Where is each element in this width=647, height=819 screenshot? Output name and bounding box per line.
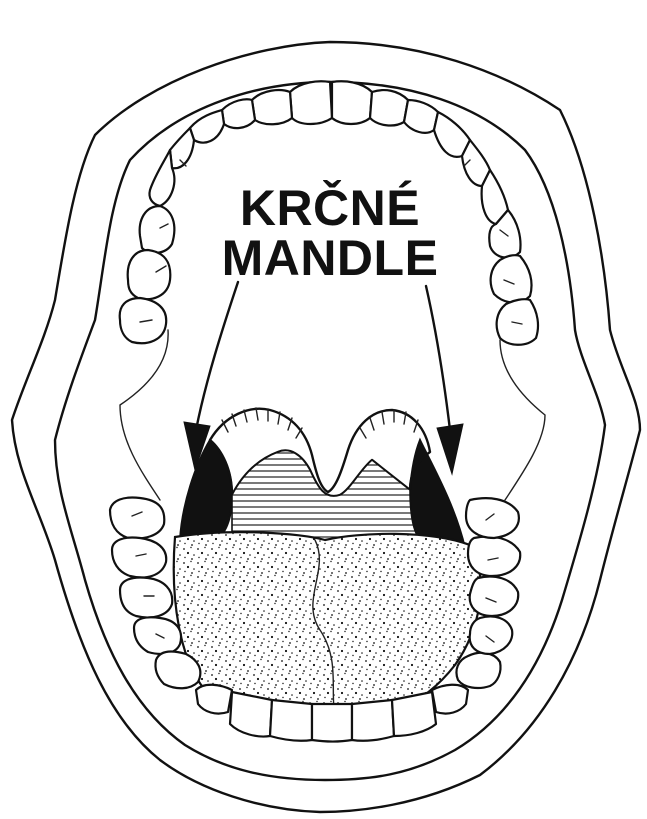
tonsil-right bbox=[410, 440, 465, 548]
palate-left bbox=[120, 330, 168, 500]
tonsil-left bbox=[180, 440, 232, 540]
label-line-2: MANDLE bbox=[222, 230, 439, 286]
label-line-1: KRČNÉ bbox=[240, 179, 420, 236]
palatal-arch-hatching bbox=[222, 408, 418, 438]
pharynx bbox=[232, 451, 420, 540]
arrow-right bbox=[426, 286, 463, 474]
palate-right bbox=[500, 340, 545, 500]
